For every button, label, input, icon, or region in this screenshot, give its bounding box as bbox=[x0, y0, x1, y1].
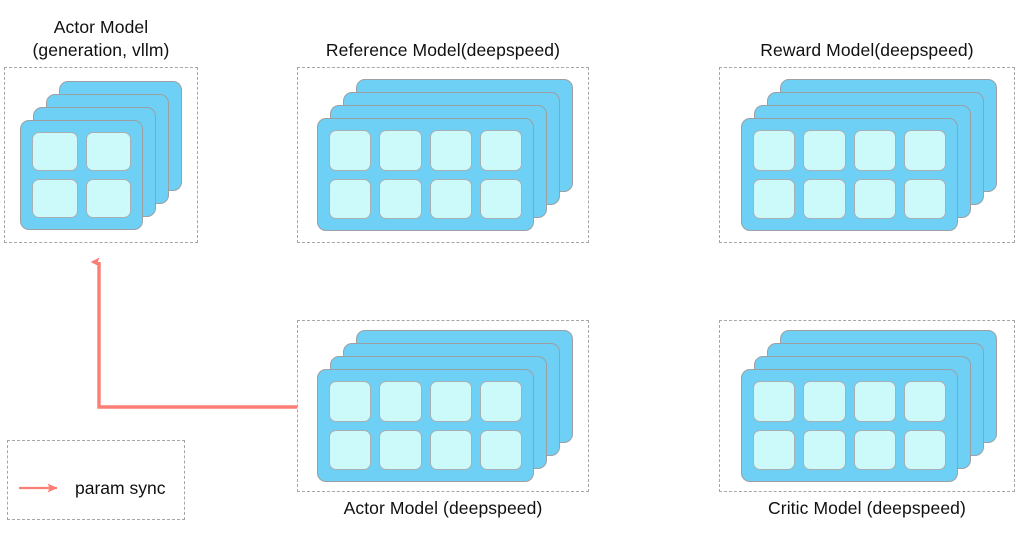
gpu-cell bbox=[803, 178, 846, 219]
gpu-cell bbox=[753, 381, 796, 422]
gpu-cell bbox=[329, 130, 372, 171]
gpu-cell bbox=[479, 130, 522, 171]
gpu-cell bbox=[853, 381, 896, 422]
gpu-cell bbox=[379, 178, 422, 219]
gpu-cell bbox=[429, 381, 472, 422]
card-stack-actor-vllm bbox=[20, 81, 182, 230]
card-stack-reference-model bbox=[317, 79, 573, 231]
gpu-cell bbox=[753, 429, 796, 470]
gpu-cell bbox=[85, 179, 131, 218]
gpu-cell bbox=[32, 179, 78, 218]
group-label-actor-deepspeed: Actor Model (deepspeed) bbox=[343, 498, 543, 518]
group-reward-model[interactable]: Reward Model(deepspeed) bbox=[719, 40, 1015, 243]
gpu-cell bbox=[379, 130, 422, 171]
gpu-card-front[interactable] bbox=[317, 118, 534, 231]
gpu-card-front[interactable] bbox=[741, 369, 958, 482]
card-cell-grid bbox=[742, 119, 957, 230]
legend-box[interactable]: param sync bbox=[7, 440, 185, 520]
dashed-container-reference-model bbox=[297, 67, 589, 243]
gpu-cell bbox=[803, 130, 846, 171]
gpu-cell bbox=[803, 429, 846, 470]
param-sync-arrow-icon bbox=[19, 483, 58, 493]
gpu-cell bbox=[379, 381, 422, 422]
group-reference-model[interactable]: Reference Model(deepspeed) bbox=[297, 40, 589, 243]
group-actor-vllm[interactable]: Actor Model (generation, vllm) bbox=[4, 17, 198, 243]
card-stack-actor-deepspeed bbox=[317, 330, 573, 482]
gpu-cell bbox=[479, 178, 522, 219]
gpu-cell bbox=[853, 429, 896, 470]
gpu-cell bbox=[429, 429, 472, 470]
gpu-cell bbox=[329, 429, 372, 470]
param-sync-arrow-path bbox=[90, 257, 297, 409]
card-cell-grid bbox=[318, 119, 533, 230]
gpu-cell bbox=[429, 130, 472, 171]
gpu-card-front[interactable] bbox=[20, 120, 143, 230]
gpu-cell bbox=[329, 178, 372, 219]
gpu-cell bbox=[853, 130, 896, 171]
card-cell-grid bbox=[742, 370, 957, 481]
gpu-cell bbox=[903, 429, 946, 470]
dashed-container-actor-vllm bbox=[4, 67, 198, 243]
gpu-cell bbox=[479, 429, 522, 470]
gpu-cell bbox=[753, 130, 796, 171]
gpu-cell bbox=[379, 429, 422, 470]
dashed-container-reward-model bbox=[719, 67, 1015, 243]
gpu-cell bbox=[479, 381, 522, 422]
gpu-cell bbox=[803, 381, 846, 422]
legend-label-param-sync: param sync bbox=[75, 477, 166, 498]
group-actor-deepspeed[interactable]: Actor Model (deepspeed) bbox=[297, 320, 589, 518]
gpu-cell bbox=[429, 178, 472, 219]
dashed-container-actor-deepspeed bbox=[297, 320, 589, 492]
gpu-card-front[interactable] bbox=[741, 118, 958, 231]
gpu-cell bbox=[329, 381, 372, 422]
card-cell-grid bbox=[318, 370, 533, 481]
legend-item-param-sync: param sync bbox=[8, 478, 165, 499]
gpu-cell bbox=[32, 132, 78, 171]
gpu-cell bbox=[753, 178, 796, 219]
group-critic-model[interactable]: Critic Model (deepspeed) bbox=[719, 320, 1015, 518]
card-stack-reward-model bbox=[741, 79, 997, 231]
gpu-cell bbox=[903, 381, 946, 422]
gpu-cell bbox=[853, 178, 896, 219]
card-stack-critic-model bbox=[741, 330, 997, 482]
gpu-cell bbox=[85, 132, 131, 171]
card-cell-grid bbox=[21, 121, 142, 229]
gpu-card-front[interactable] bbox=[317, 369, 534, 482]
group-label-critic-model: Critic Model (deepspeed) bbox=[768, 498, 966, 518]
group-label-reward-model: Reward Model(deepspeed) bbox=[760, 40, 974, 60]
group-label-reference-model: Reference Model(deepspeed) bbox=[325, 40, 561, 60]
gpu-cell bbox=[903, 130, 946, 171]
group-label-actor-vllm: Actor Model (generation, vllm) bbox=[32, 17, 170, 60]
gpu-cell bbox=[903, 178, 946, 219]
dashed-container-critic-model bbox=[719, 320, 1015, 492]
